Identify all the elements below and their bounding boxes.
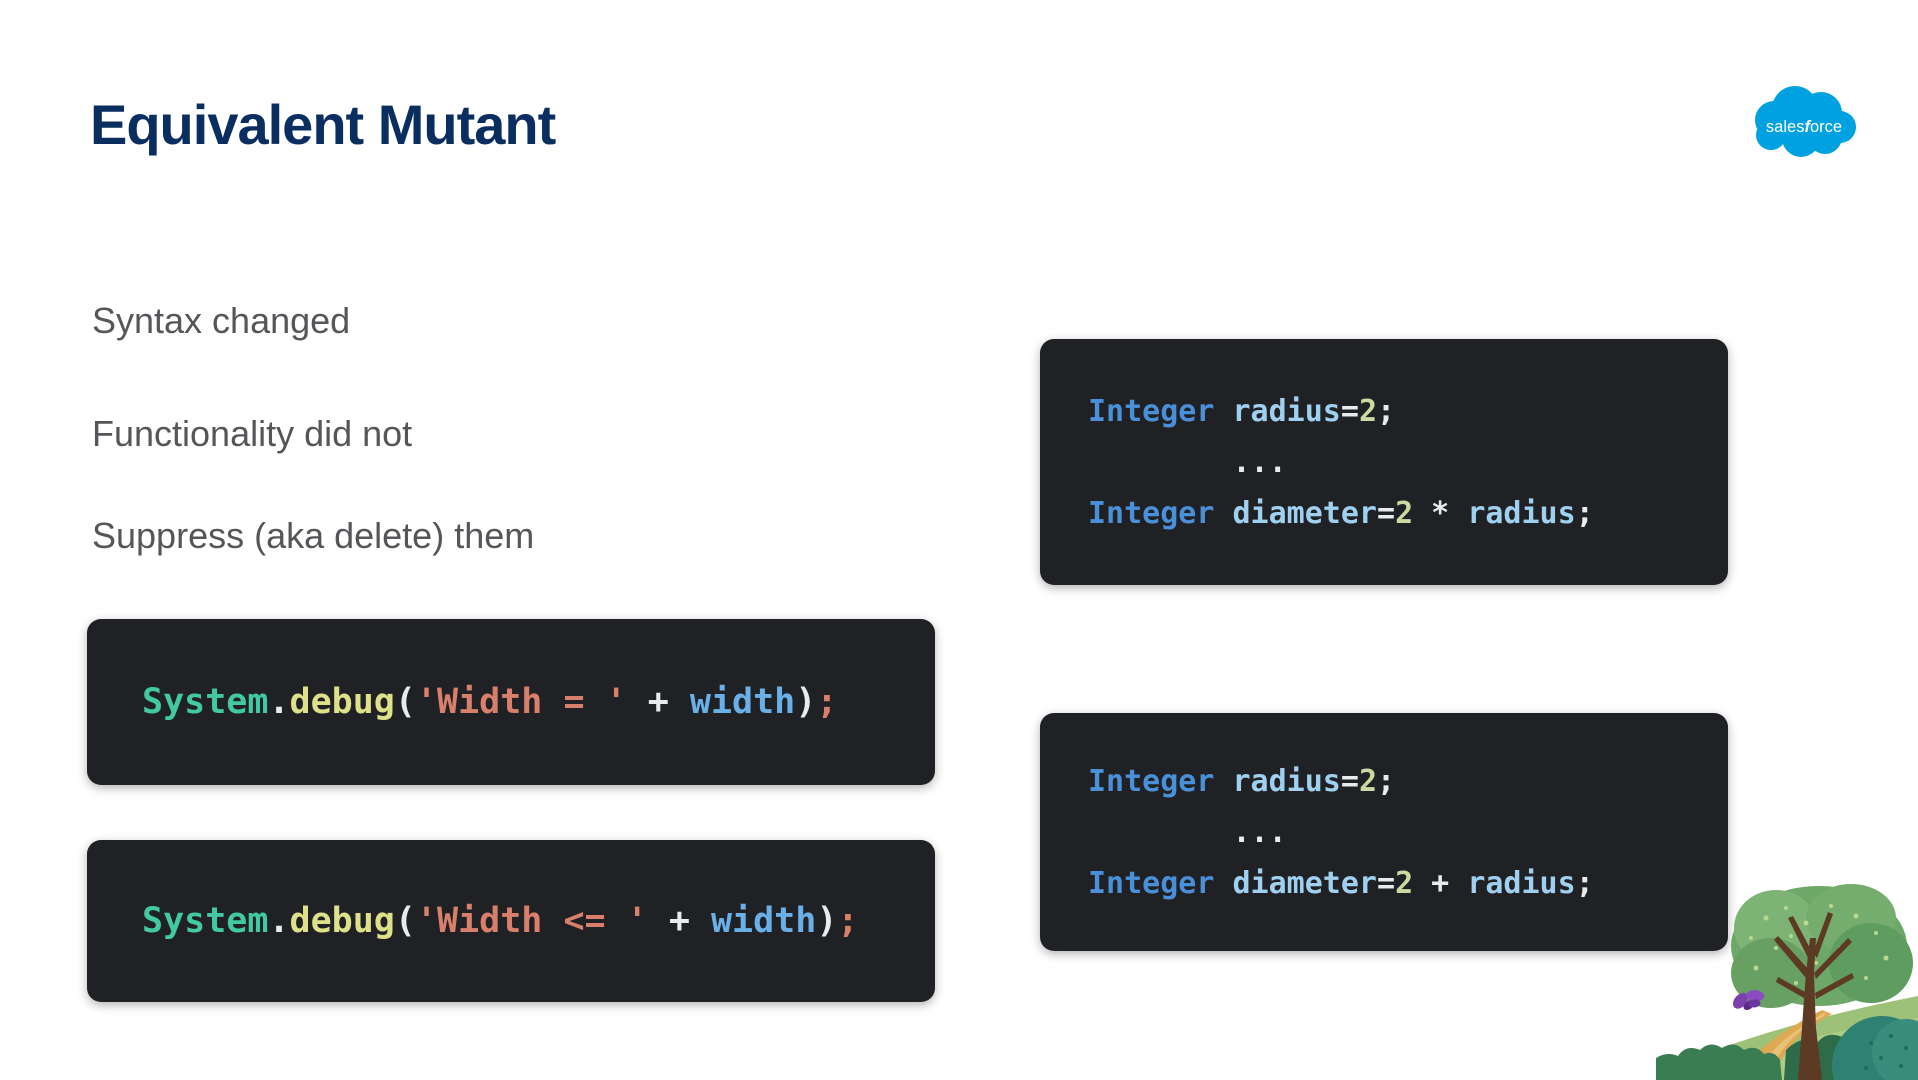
salesforce-logo: salesforce xyxy=(1755,86,1856,157)
hedge-left xyxy=(1656,1044,1782,1080)
butterfly-icon xyxy=(1733,990,1765,1011)
bullet-suppress-them: Suppress (aka delete) them xyxy=(92,515,535,556)
bullet-syntax-changed: Syntax changed xyxy=(92,300,351,341)
bullet-functionality-did-not: Functionality did not xyxy=(92,413,413,454)
tree-trunk xyxy=(1774,912,1854,1080)
code-line: Integer diameter=2 + radius; xyxy=(1088,865,1594,901)
code-line: Integer radius=2; xyxy=(1088,763,1396,799)
tree-illustration xyxy=(1656,884,1918,1080)
code-block-original-debug: System.debug('Width = ' + width); xyxy=(87,619,935,785)
code-line: Integer radius=2; xyxy=(1088,393,1396,429)
code-line: ... xyxy=(1088,444,1287,480)
code-line: System.debug('Width = ' + width); xyxy=(142,682,838,722)
bush-teal xyxy=(1832,1016,1918,1080)
salesforce-logo-text: salesforce xyxy=(1766,118,1842,136)
code-line: Integer diameter=2 * radius; xyxy=(1088,495,1594,531)
page-title: Equivalent Mutant xyxy=(90,93,556,156)
code-block-original-diameter: Integer radius=2; ... Integer diameter=2 … xyxy=(1040,339,1728,585)
code-line: System.debug('Width <= ' + width); xyxy=(142,901,859,941)
code-line: ... xyxy=(1088,814,1287,850)
code-block-mutant-diameter: Integer radius=2; ... Integer diameter=2 … xyxy=(1040,713,1728,951)
code-block-mutant-debug: System.debug('Width <= ' + width); xyxy=(87,840,935,1002)
